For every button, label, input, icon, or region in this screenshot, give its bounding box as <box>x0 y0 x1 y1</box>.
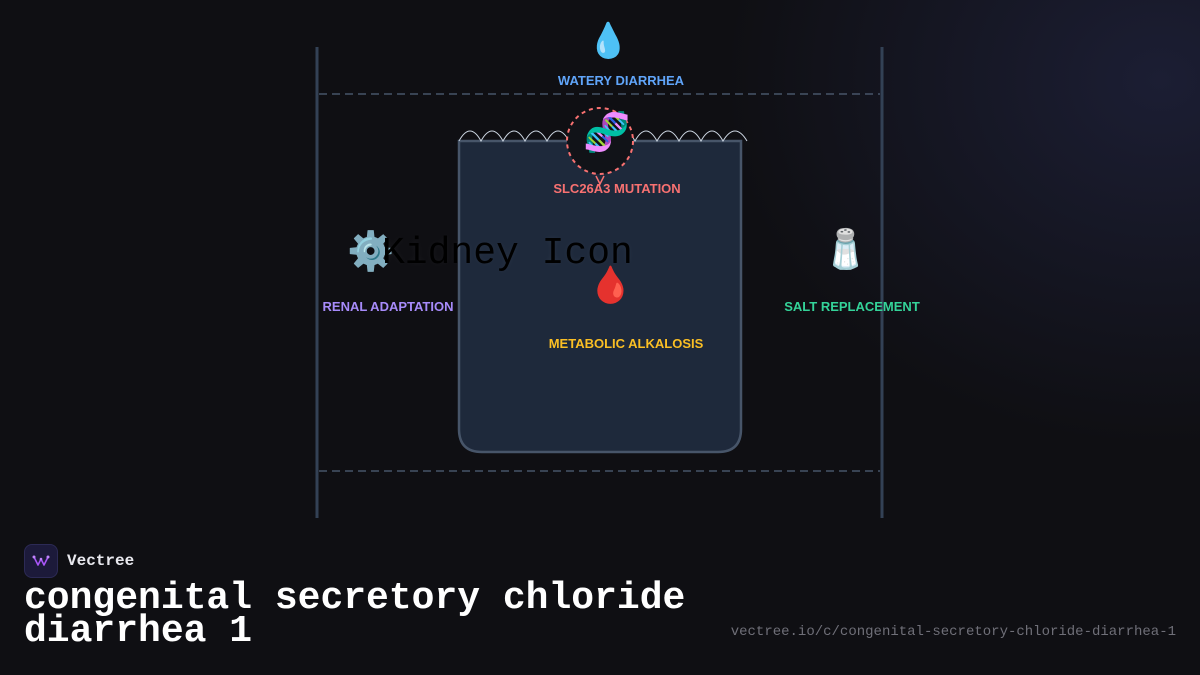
metabolic-alkalosis-label: METABOLIC ALKALOSIS <box>548 336 704 351</box>
salt-shaker-icon: 🧂 <box>822 227 870 271</box>
brand: Vectree <box>24 544 134 578</box>
dna-icon: 🧬 <box>583 110 631 154</box>
watery-diarrhea-label: WATERY DIARRHEA <box>557 73 685 88</box>
gear-icon: ⚙️ <box>347 229 395 273</box>
blood-drop-icon: 🩸 <box>588 265 633 306</box>
brand-name: Vectree <box>67 552 135 570</box>
kidney-placeholder-text: Kidney Icon <box>382 232 633 275</box>
slc26a3-mutation-label: SLC26A3 MUTATION <box>553 181 681 196</box>
mutation-arrow <box>595 175 605 186</box>
vectree-logo-icon <box>24 544 58 578</box>
page-url: vectree.io/c/congenital-secretory-chlori… <box>730 624 1176 640</box>
central-container <box>457 139 743 454</box>
mutation-node-ring <box>566 107 634 175</box>
page-title: congenital secretory chloride diarrhea 1 <box>24 577 686 653</box>
salt-replacement-label: SALT REPLACEMENT <box>784 299 920 314</box>
droplet-icon: 💧 <box>587 21 630 61</box>
renal-adaptation-label: RENAL ADAPTATION <box>322 299 454 314</box>
